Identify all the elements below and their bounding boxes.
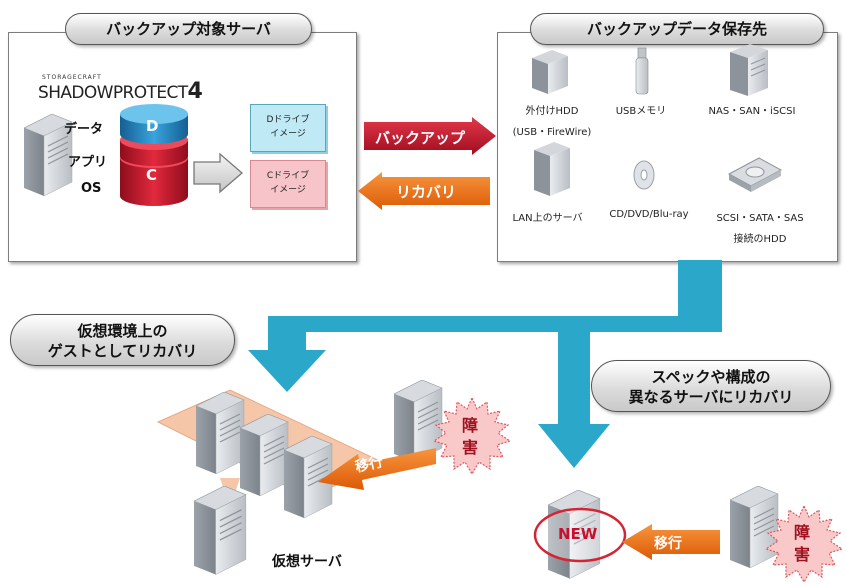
virtual-server-icon: [194, 486, 247, 576]
copy-arrow: [193, 152, 243, 194]
label-data: データ: [64, 122, 104, 137]
callout-different-server: スペックや構成の 異なるサーバにリカバリ: [591, 360, 831, 412]
external-hdd-icon: [532, 50, 568, 94]
source-panel-title: バックアップ対象サーバ: [65, 13, 312, 45]
image-c-box: Cドライブ イメージ: [250, 160, 326, 208]
flow-trunk: [268, 260, 722, 332]
virtual-server-label: 仮想サーバ: [272, 554, 342, 570]
disk-c-letter: C: [146, 166, 158, 184]
callout-virtual-guest: 仮想環境上の ゲストとしてリカバリ: [10, 314, 235, 366]
backup-arrow: [364, 117, 496, 155]
internal-hdd-icon: [727, 157, 783, 192]
recovery-arrow: [358, 172, 490, 210]
optical-disc-icon: [633, 160, 655, 190]
dest-item-usb: USBメモリ: [615, 106, 667, 117]
failure-label-left: 障 害: [462, 416, 479, 457]
usb-memory-icon: [635, 47, 649, 95]
dest-item-external-hdd: 外付けHDD (USB・FireWire): [512, 106, 592, 138]
logo-version: 4: [187, 79, 203, 104]
dest-item-optical: CD/DVD/Blu-ray: [609, 209, 689, 220]
disk-d-letter: D: [146, 117, 159, 135]
recovery-label: リカバリ: [396, 183, 457, 201]
new-label: NEW: [558, 525, 598, 543]
backup-label: バックアップ: [375, 129, 466, 147]
label-app: アプリ: [68, 155, 108, 170]
migrate-arrow-right: [622, 524, 720, 560]
logo-product: SHADOWPROTECT: [38, 83, 188, 103]
migrate-label-right: 移行: [654, 536, 682, 552]
logo-brand: STORAGECRAFT: [42, 74, 102, 81]
image-d-line2: イメージ: [270, 129, 306, 139]
nas-icon: [730, 44, 768, 96]
label-os: OS: [81, 181, 102, 196]
shadowprotect-logo: STORAGECRAFT SHADOWPROTECT 4: [38, 74, 203, 104]
lan-server-icon: [534, 142, 570, 196]
image-d-line1: Dドライブ: [266, 115, 310, 125]
migrate-arrow-left: [318, 448, 436, 490]
disk-d: [120, 104, 188, 144]
dest-item-lan-server: LAN上のサーバ: [512, 213, 583, 224]
image-d-box: Dドライブ イメージ: [250, 104, 326, 152]
disk-stack: [120, 104, 188, 206]
image-c-line2: イメージ: [270, 185, 306, 195]
image-c-line1: Cドライブ: [266, 171, 310, 181]
dest-panel-title: バックアップデータ保存先: [530, 13, 824, 45]
new-badge: [533, 507, 627, 563]
flow-arrow-left: [248, 316, 326, 392]
dest-item-internal-hdd: SCSI・SATA・SAS 接続のHDD: [716, 213, 804, 245]
failure-label-right: 障 害: [794, 523, 811, 564]
flow-arrow-right: [538, 316, 610, 468]
dest-item-nas: NAS・SAN・iSCSI: [708, 106, 796, 117]
